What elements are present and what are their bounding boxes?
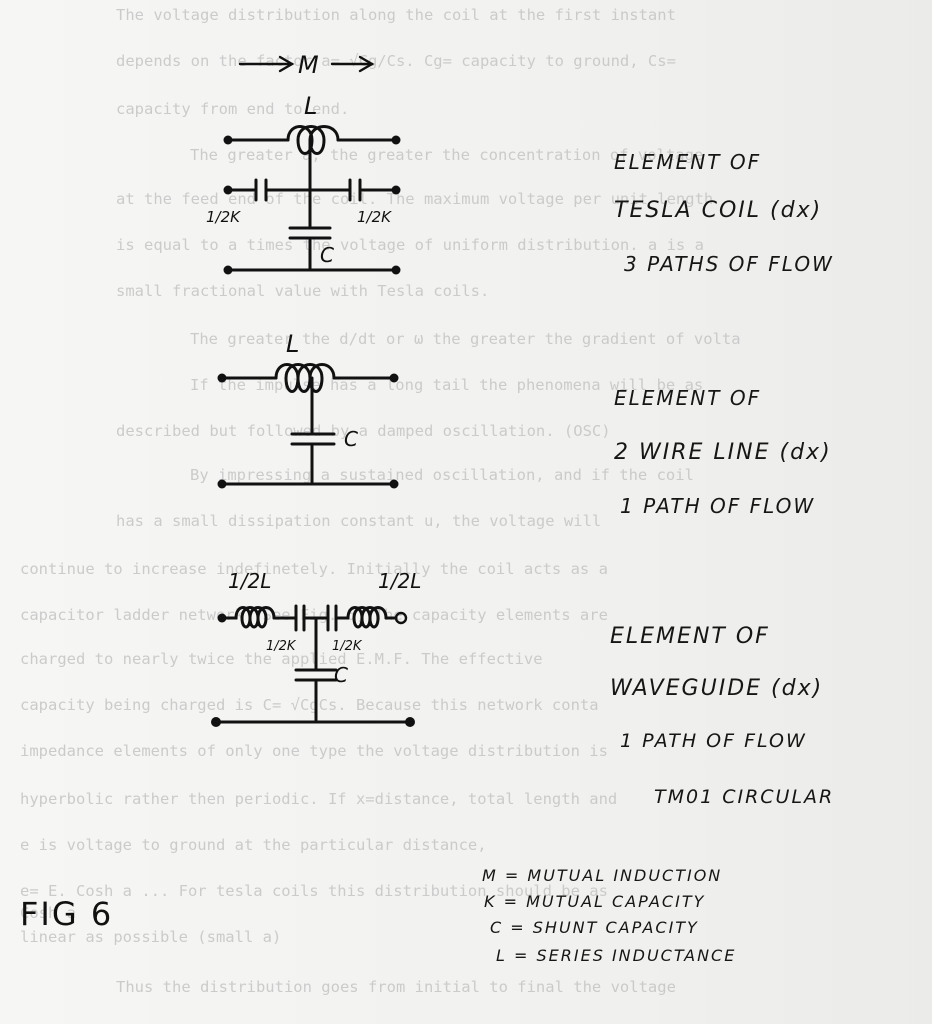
coil-inductor [286,125,340,155]
coil-inductor-label: L [304,92,317,120]
wg-cap-left-label: 1/2K [266,639,297,654]
line-desc-line2: 2 WIRE LINE (dx) [614,440,832,465]
ghost-line: capacity from end to end. [116,100,350,118]
waveguide-desc-line2: WAVEGUIDE (dx) [610,676,824,701]
legend-item-series-inductance: L = SERIES INDUCTANCE [496,946,737,965]
waveguide-desc-line3: 1 PATH OF FLOW [620,730,807,752]
waveguide-circuit: 1/2L 1/2L 1/2K 1/2K C [211,569,421,727]
ghost-line: is equal to a times the voltage of unifo… [116,236,704,254]
line-shunt-label: C [344,427,358,451]
ghost-line: linear as possible (small a) [20,928,282,946]
mutual-arrow-label: M [298,51,319,79]
ghost-line: e= E. Cosh a ... For tesla coils this di… [20,882,608,900]
line-inductor [274,363,336,393]
coil-cap-right-label: 1/2K [357,208,392,226]
line-desc-line1: ELEMENT OF [614,386,762,410]
ghost-line: has a small dissipation constant u, the … [116,512,602,530]
ghost-line: impedance elements of only one type the … [20,742,608,760]
waveguide-desc-line4: TM01 CIRCULAR [654,786,835,808]
ghost-line: e is voltage to ground at the particular… [20,836,487,854]
line-desc-line3: 1 PATH OF FLOW [620,494,816,518]
two-wire-line-circuit: L C [217,330,399,489]
wg-inductor-right-label: 1/2L [378,569,421,593]
ghost-line: continue to increase indefinetely. Initi… [20,560,608,578]
ghost-line: The greater the d/dt or ω the greater th… [190,330,741,348]
ghost-line: Cosh a [20,904,76,922]
legend-item-mutual-capacity: K = MUTUAL CAPACITY [484,892,706,911]
tesla-desc-line3: 3 PATHS OF FLOW [624,252,834,276]
ghost-line: hyperbolic rather then periodic. If x=di… [20,790,618,808]
ghost-line: depends on the factor a= √Cg/Cs. Cg= cap… [116,52,676,70]
ghost-line: small fractional value with Tesla coils. [116,282,490,300]
wg-inductor-right [346,606,388,629]
wg-inductor-left [234,606,276,629]
waveguide-desc-line1: ELEMENT OF [610,624,770,649]
tesla-coil-circuit: M L 1/2K 1/2K C [206,51,401,275]
legend-item-mutual-induction: M = MUTUAL INDUCTION [482,866,723,885]
ghost-line: capacity being charged is C= √CgCs. Beca… [20,696,599,714]
tesla-desc-line1: ELEMENT OF [614,150,762,174]
ghost-line: charged to nearly twice the applied E.M.… [20,650,543,668]
tesla-desc-line2: TESLA COIL (dx) [614,198,823,223]
ghost-line: Thus the distribution goes from initial … [116,978,676,996]
coil-cap-left-label: 1/2K [206,208,241,226]
coil-shunt-label: C [320,243,334,267]
ghost-line: described but followed by a damped oscil… [116,422,611,440]
wg-cap-right-label: 1/2K [332,639,363,654]
ghost-line: The greater a, the greater the concentra… [190,146,704,164]
ghost-line: The voltage distribution along the coil … [116,6,676,24]
wg-shunt-label: C [334,663,348,687]
ghost-line: capacitor ladder network (See Fig. 5) Th… [20,606,608,624]
wg-inductor-left-label: 1/2L [228,569,271,593]
ghost-line: By impressing a sustained oscillation, a… [190,466,694,484]
line-inductor-label: L [286,330,299,358]
legend-item-shunt-capacity: C = SHUNT CAPACITY [490,918,699,937]
figure-label: FIG 6 [20,895,114,933]
